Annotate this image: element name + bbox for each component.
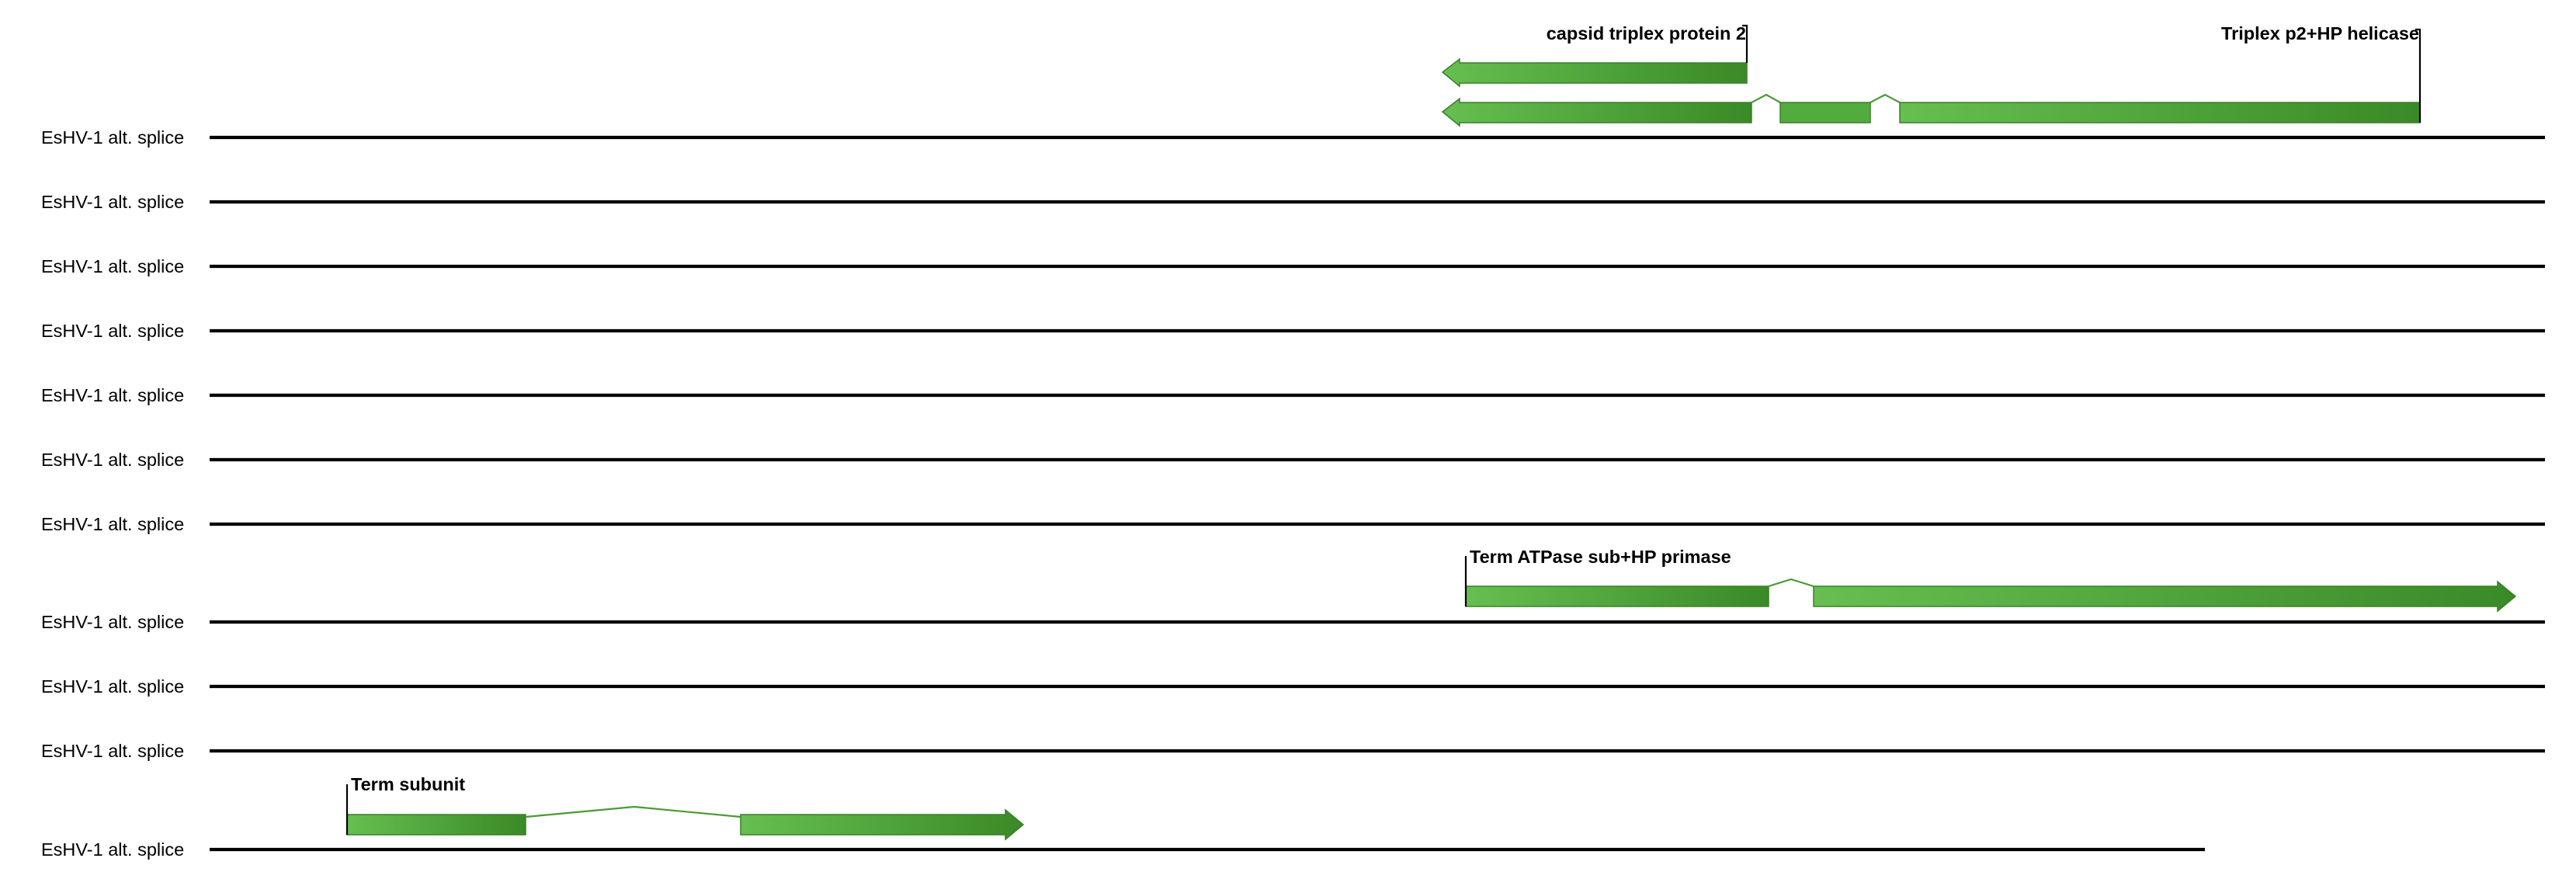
gene-term-atpase-sub-hp-primase: Term ATPase sub+HP primase (1464, 547, 2517, 613)
exon (346, 814, 526, 836)
exon (1813, 580, 2517, 613)
track-row: EsHV-1 alt. splice (41, 450, 2545, 470)
track-label: EsHV-1 alt. splice (41, 514, 184, 534)
track-row: EsHV-1 alt. splice (41, 514, 2545, 534)
track-label: EsHV-1 alt. splice (41, 612, 184, 632)
track-row: EsHV-1 alt. splice (41, 385, 2545, 405)
track-label: EsHV-1 alt. splice (41, 839, 184, 860)
track-row: EsHV-1 alt. splice (41, 612, 2545, 632)
gene-triplex-p2-hp-helicase: Triplex p2+HP helicase (1441, 23, 2422, 127)
track-label: EsHV-1 alt. splice (41, 192, 184, 212)
gene-term-subunit: Term subunit (345, 774, 1025, 841)
track-label: EsHV-1 alt. splice (41, 741, 184, 761)
track-label: EsHV-1 alt. splice (41, 127, 184, 148)
label-stem (2415, 28, 2422, 123)
gene-label-term-atpase-sub-hp-primase: Term ATPase sub+HP primase (1470, 547, 1731, 567)
intron (1751, 93, 1781, 103)
track-row: EsHV-1 alt. splice (41, 676, 2545, 697)
track-label: EsHV-1 alt. splice (41, 676, 184, 697)
gene-label-term-subunit: Term subunit (351, 774, 465, 794)
track-row: EsHV-1 alt. splice (41, 839, 2205, 860)
exon (1779, 102, 1871, 123)
exon (1899, 102, 2421, 123)
track-row: EsHV-1 alt. splice (41, 192, 2545, 212)
track-label: EsHV-1 alt. splice (41, 321, 184, 341)
gene-capsid-triplex-protein-2: capsid triplex protein 2 (1441, 23, 1748, 88)
track-label: EsHV-1 alt. splice (41, 385, 184, 405)
gene-label-capsid-triplex-protein-2: capsid triplex protein 2 (1547, 23, 1746, 43)
feature-group: capsid triplex protein 2 Triplex p2+HP h… (345, 23, 2517, 841)
track-label: EsHV-1 alt. splice (41, 256, 184, 276)
track-row: EsHV-1 alt. splice (41, 127, 2545, 148)
exon (1465, 585, 1769, 607)
exon (740, 808, 1025, 841)
intron (1768, 578, 1814, 588)
track-row: EsHV-1 alt. splice (41, 256, 2545, 276)
exon (1441, 97, 1752, 127)
track-row: EsHV-1 alt. splice (41, 321, 2545, 341)
track-row: EsHV-1 alt. splice (41, 741, 2545, 761)
exon (1441, 57, 1748, 88)
intron (525, 805, 741, 818)
track-label: EsHV-1 alt. splice (41, 450, 184, 470)
intron (1870, 93, 1901, 103)
gene-label-triplex-p2-hp-helicase: Triplex p2+HP helicase (2221, 23, 2419, 43)
label-stem (1742, 24, 1748, 63)
